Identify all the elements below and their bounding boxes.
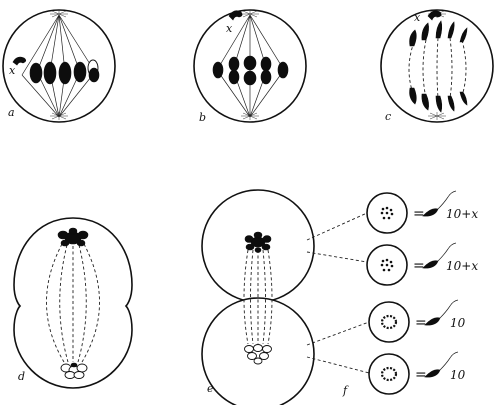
panel-label-f: f [342, 384, 349, 397]
panel-e: e [201, 189, 370, 405]
sperm-formula-3: 10 [450, 316, 466, 330]
spindle-fibers-d [46, 243, 100, 363]
spermatid-2: = 10+x [366, 242, 478, 286]
chromosome-cluster-top-d [57, 227, 89, 247]
spermatid-4: = 10 [368, 351, 466, 395]
chromosome-cluster-top-e [244, 231, 272, 253]
sperm-head-3 [424, 317, 441, 326]
x-chromosome-a [12, 56, 27, 66]
equals-sign-2: = [413, 258, 425, 274]
sperm-head-2 [422, 260, 439, 269]
chromosomes-top-c [409, 20, 468, 47]
aster-top-a [50, 10, 68, 18]
equals-sign-1: = [413, 206, 425, 222]
x-label-c: x [414, 11, 421, 24]
x-label-b: x [226, 22, 233, 35]
spindle-fibers-e [243, 249, 273, 345]
chromosomes-a [29, 59, 100, 85]
sperm-tail-1 [437, 190, 457, 210]
sperm-tail-2 [437, 242, 457, 262]
sperm-tail-3 [439, 299, 459, 319]
chromosome-cluster-bottom-e [244, 344, 272, 365]
panel-f: = 10+x = 10+x = 10 [342, 190, 478, 397]
spermatid-1: = 10+x [366, 190, 478, 234]
sperm-formula-4: 10 [450, 368, 466, 382]
chromosomes-bottom-c [409, 87, 468, 113]
x-chromosome-c [427, 10, 442, 21]
panel-c: x c [380, 9, 494, 123]
chromosomes-b [212, 55, 289, 86]
sperm-head-1 [422, 208, 439, 217]
panel-label-a: a [8, 106, 15, 119]
panel-a: x a [2, 9, 116, 123]
connector-lines-e [306, 212, 370, 374]
panel-label-e: e [207, 382, 214, 395]
sperm-head-4 [424, 369, 441, 378]
nucleus-ring-3 [380, 314, 398, 330]
nucleus-dots-2 [380, 258, 394, 272]
equals-sign-4: = [415, 367, 427, 383]
equals-sign-3: = [415, 315, 427, 331]
panel-d: d [13, 217, 133, 389]
panel-b: x b [193, 9, 307, 124]
nucleus-dots-1 [380, 206, 394, 220]
x-chromosome-b [228, 10, 243, 21]
sperm-tail-4 [439, 351, 459, 371]
aster-bottom-c [428, 112, 446, 120]
spermatid-3: = 10 [368, 299, 466, 343]
nucleus-ring-4 [380, 366, 398, 382]
chromosome-cluster-bottom-d [60, 362, 88, 379]
sperm-formula-2: 10+x [446, 259, 478, 273]
panel-label-d: d [18, 370, 25, 383]
sperm-formula-1: 10+x [446, 207, 478, 221]
x-label-a: x [9, 64, 16, 77]
panel-label-b: b [199, 111, 206, 124]
panel-label-c: c [385, 110, 391, 123]
